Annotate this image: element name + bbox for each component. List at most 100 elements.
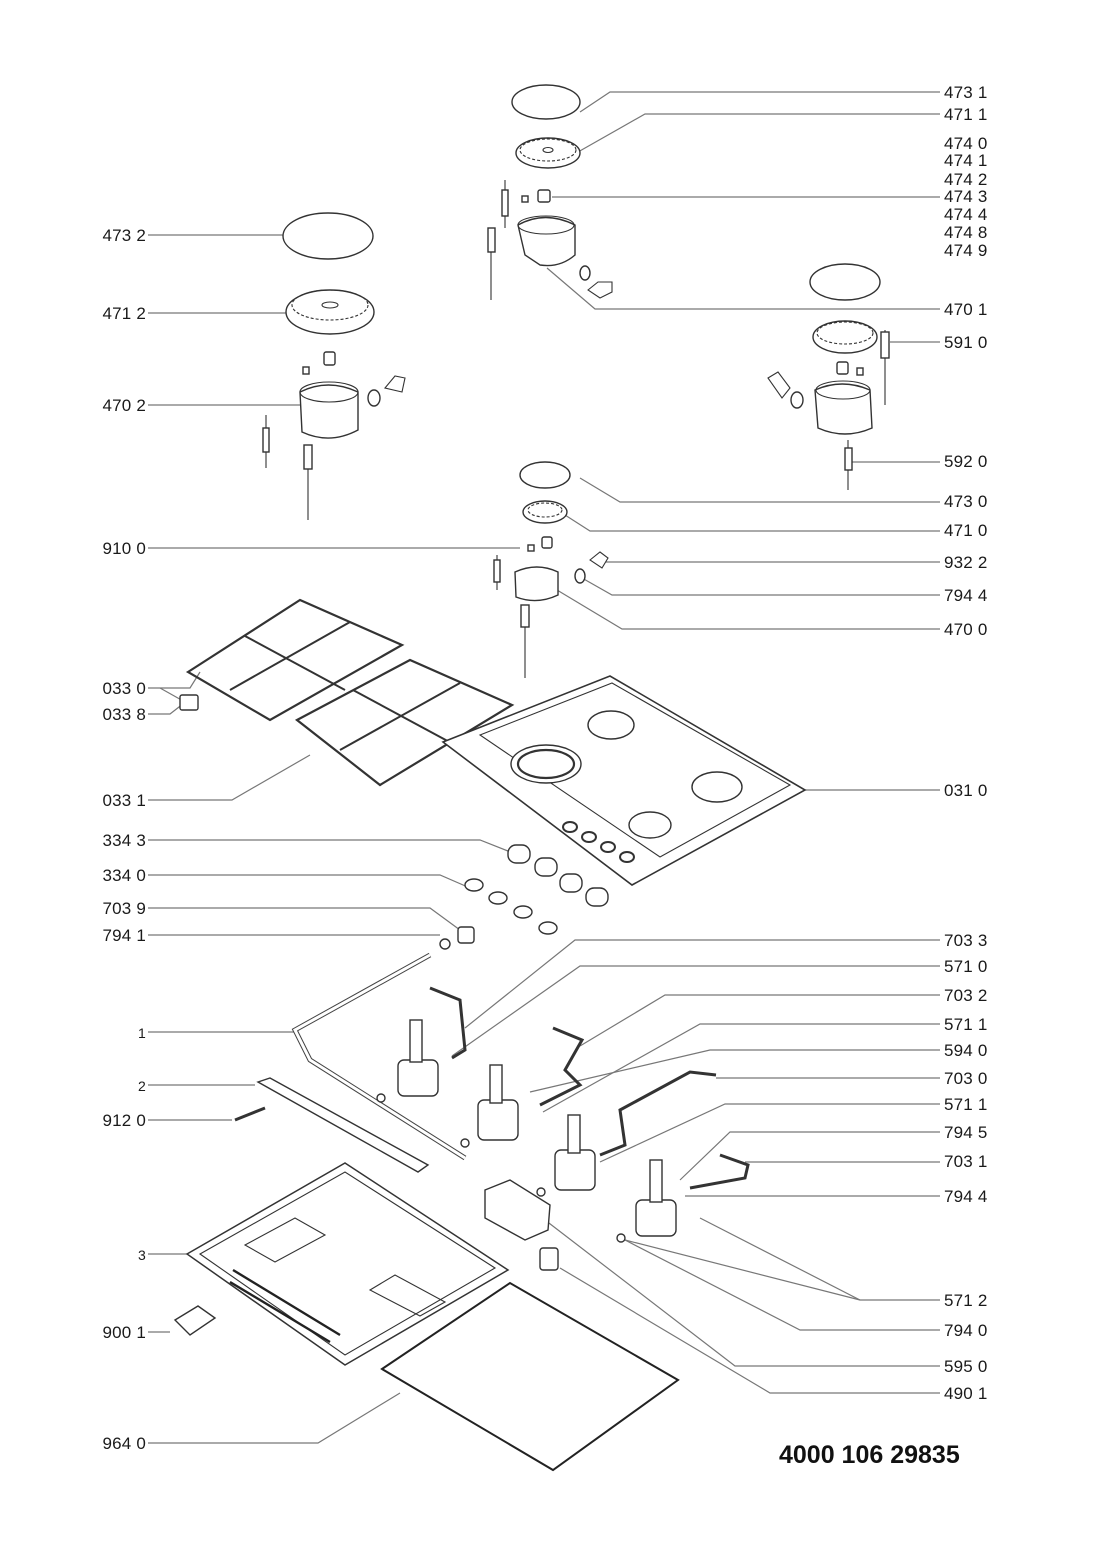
- leader-lines-left: [148, 234, 520, 1444]
- part-label-964-0: 964 0: [102, 1434, 146, 1453]
- leader-571-0: [451, 965, 940, 1057]
- part-label-490-1: 490 1: [944, 1384, 988, 1403]
- knob-334-0: [464, 878, 484, 892]
- seal-ring-794-4: [574, 568, 586, 584]
- part-label-474-9: 474 9: [944, 241, 988, 260]
- injector: [836, 361, 849, 375]
- clip: [767, 371, 791, 399]
- leader-571-1a: [542, 1023, 940, 1113]
- screw: [302, 366, 310, 375]
- leader-470-0: [556, 589, 940, 630]
- burner-left-large: [262, 212, 406, 520]
- burner-body-470-0: [514, 566, 559, 602]
- part-label-592-0: 592 0: [944, 452, 988, 471]
- part-label-470-0: 470 0: [944, 620, 988, 639]
- part-label-794-0: 794 0: [944, 1321, 988, 1340]
- part-label-473-0: 473 0: [944, 492, 988, 511]
- part-label-794-1: 794 1: [102, 926, 146, 945]
- part-label-474-4: 474 4: [944, 205, 988, 224]
- bracket-900-1: [173, 1305, 217, 1336]
- washer-794-1: [439, 938, 451, 950]
- burner-body-470-1: [517, 216, 576, 267]
- leader-lines-right: [451, 91, 940, 1394]
- part-label-794-4: 794 4: [944, 586, 988, 605]
- part-label-571-0: 571 0: [944, 957, 988, 976]
- leader-794-5: [679, 1131, 940, 1181]
- leader-471-1: [577, 113, 940, 153]
- gas-manifold: [234, 952, 467, 1173]
- burner-small-center: [493, 461, 609, 678]
- part-label-794-4: 794 4: [944, 1187, 988, 1206]
- connector-595-0: [539, 1247, 559, 1271]
- part-label-912-0: 912 0: [102, 1111, 146, 1130]
- part-label-471-1: 471 1: [944, 105, 988, 124]
- bracket-2: [256, 1077, 430, 1173]
- leader-334-0: [148, 874, 471, 889]
- part-label-470-2: 470 2: [102, 396, 146, 415]
- injector: [323, 351, 336, 366]
- part-label-334-3: 334 3: [102, 831, 146, 850]
- part-label-910-0: 910 0: [102, 539, 146, 558]
- leader-571-2b: [624, 1239, 861, 1301]
- part-label-474-2: 474 2: [944, 170, 988, 189]
- part-label-703-2: 703 2: [944, 986, 988, 1005]
- gasket-964-0: [380, 1281, 680, 1472]
- screw: [521, 195, 529, 203]
- leader-571-2a: [699, 1217, 940, 1301]
- screw-912-0: [234, 1106, 266, 1122]
- burner-crown-471-0: [522, 500, 568, 524]
- part-label-033-1: 033 1: [102, 791, 146, 810]
- leader-571-1b: [599, 1103, 940, 1163]
- leader-490-1: [559, 1267, 940, 1394]
- leader-334-3: [148, 839, 519, 856]
- part-label-594-0: 594 0: [944, 1041, 988, 1060]
- part-label-2: 2: [138, 1078, 146, 1094]
- part-label-595-0: 595 0: [944, 1357, 988, 1376]
- spark-generator-490-1: [484, 1179, 551, 1241]
- part-label-703-1: 703 1: [944, 1152, 988, 1171]
- part-label-471-2: 471 2: [102, 304, 146, 323]
- part-label-571-1: 571 1: [944, 1015, 988, 1034]
- part-label-474-0: 474 0: [944, 134, 988, 153]
- part-label-703-3: 703 3: [944, 931, 988, 950]
- injector-474: [537, 189, 551, 203]
- clip: [384, 375, 406, 393]
- burner-right: [767, 263, 890, 490]
- clip-932-2: [589, 551, 609, 569]
- part-label-473-2: 473 2: [102, 226, 146, 245]
- part-label-031-0: 031 0: [944, 781, 988, 800]
- part-label-470-1: 470 1: [944, 300, 988, 319]
- part-label-474-3: 474 3: [944, 187, 988, 206]
- burner-cap-473-0: [519, 461, 571, 489]
- rubber-foot-033-8: [179, 694, 199, 711]
- screw-910-0: [527, 544, 535, 552]
- part-label-471-0: 471 0: [944, 521, 988, 540]
- part-label-571-1: 571 1: [944, 1095, 988, 1114]
- burner-body: [814, 383, 873, 435]
- part-label-591-0: 591 0: [944, 333, 988, 352]
- base-tray-3: [173, 1162, 510, 1366]
- screw: [856, 367, 864, 376]
- seal-ring: [790, 391, 804, 409]
- leader-964-0: [148, 1392, 401, 1444]
- part-label-474-8: 474 8: [944, 223, 988, 242]
- leader-473-0: [579, 477, 940, 503]
- part-label-033-8: 033 8: [102, 705, 146, 724]
- seal-ring: [579, 265, 591, 281]
- leader-703-9: [148, 907, 461, 931]
- part-label-932-2: 932 2: [944, 553, 988, 572]
- leader-033-1: [148, 754, 311, 801]
- grate-033-0: [185, 598, 405, 722]
- pan-supports: [179, 598, 515, 787]
- leader-703-3: [464, 939, 940, 1029]
- document-number: 4000 106 29835: [779, 1441, 960, 1469]
- hob-top-031-0: [441, 675, 807, 886]
- part-label-571-2: 571 2: [944, 1291, 988, 1310]
- part-label-474-1: 474 1: [944, 151, 988, 170]
- grate-033-1: [294, 658, 515, 787]
- leader-703-2: [579, 994, 940, 1047]
- seal-ring: [367, 389, 381, 407]
- part-label-703-9: 703 9: [102, 899, 146, 918]
